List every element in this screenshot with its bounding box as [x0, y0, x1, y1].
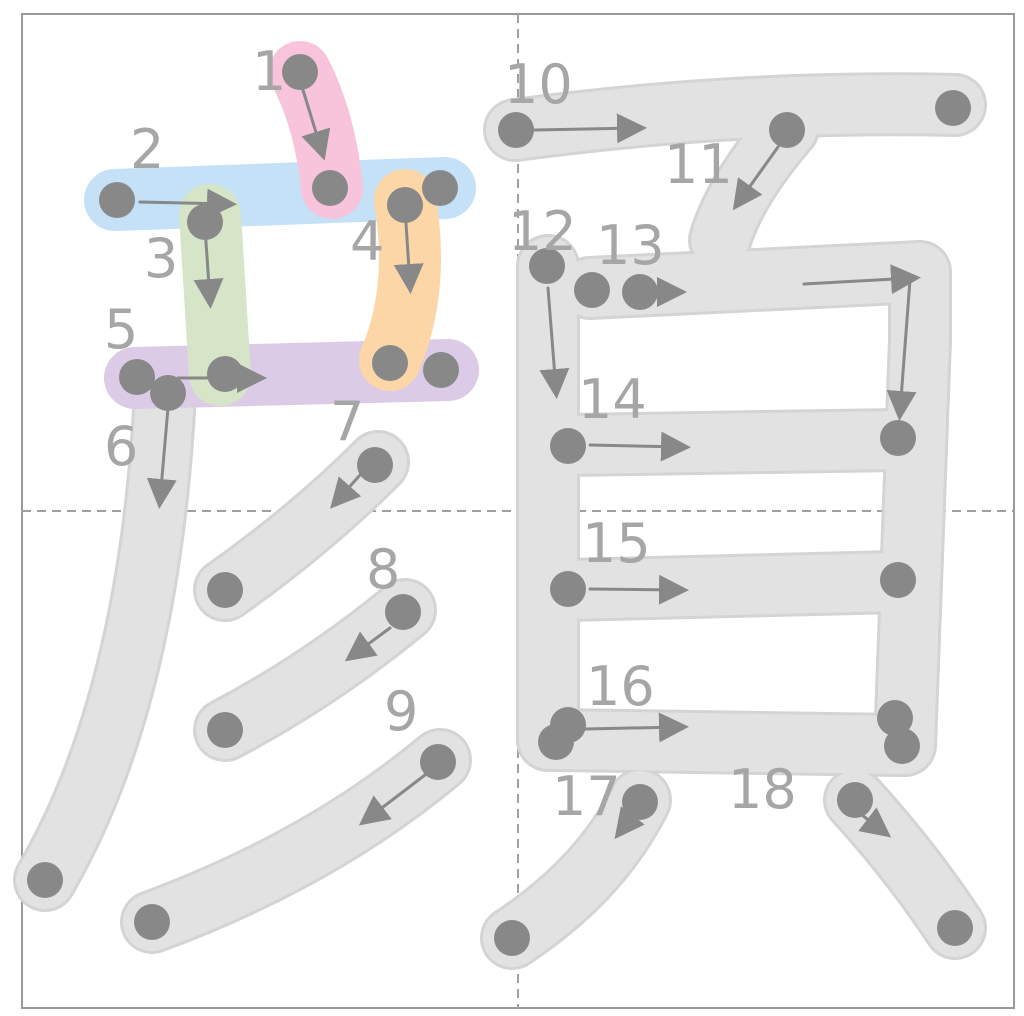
stroke-number-7: 7 [330, 390, 364, 453]
direction-arrow [886, 278, 917, 421]
stroke-number-5: 5 [104, 298, 138, 361]
stroke-number-9: 9 [384, 680, 418, 743]
stroke-dot [150, 375, 186, 411]
direction-arrow [358, 773, 427, 826]
stroke-dot [27, 862, 63, 898]
direction-arrow [330, 473, 362, 509]
stroke-3 [179, 184, 251, 406]
stroke-dot [385, 594, 421, 630]
stroke-dot [837, 782, 873, 818]
stroke-dot [880, 420, 916, 456]
direction-arrow [193, 226, 224, 309]
stroke-number-1: 1 [252, 40, 286, 103]
stroke-dot [574, 272, 610, 308]
stroke-dot [99, 182, 135, 218]
stroke-number-6: 6 [104, 415, 138, 478]
stroke-dot [357, 447, 393, 483]
stroke-dot [422, 170, 458, 206]
direction-arrow [584, 712, 689, 743]
stroke-dot [550, 571, 586, 607]
stroke-number-12: 12 [508, 200, 577, 263]
stroke-dots [27, 54, 973, 956]
stroke-dot [372, 345, 408, 381]
stroke-dot [420, 744, 456, 780]
direction-arrow [732, 145, 780, 211]
stroke-dot [769, 112, 805, 148]
stroke-number-4: 4 [350, 210, 384, 273]
stroke-dot [134, 904, 170, 940]
direction-arrow [301, 88, 331, 161]
stroke-dot [312, 170, 348, 206]
stroke-dot [207, 712, 243, 748]
stroke-number-10: 10 [504, 53, 573, 116]
direction-arrow [344, 626, 392, 662]
stroke-dot [423, 352, 459, 388]
stroke-dot [207, 572, 243, 608]
stroke-number-8: 8 [366, 538, 400, 601]
direction-arrow [138, 188, 237, 219]
stroke-dot [622, 274, 658, 310]
direction-arrow [588, 574, 689, 605]
stroke-number-15: 15 [582, 512, 651, 575]
stroke-number-14: 14 [578, 368, 647, 431]
stroke-dot [494, 920, 530, 956]
stroke-number-11: 11 [664, 133, 733, 196]
direction-arrow [146, 406, 177, 509]
colored-strokes [84, 41, 479, 409]
stroke-dot [622, 784, 658, 820]
stroke-number-3: 3 [144, 227, 178, 290]
stroke-number-16: 16 [586, 655, 655, 718]
stroke-dot [282, 54, 318, 90]
direction-arrow [539, 286, 570, 399]
stroke-dot [538, 724, 574, 760]
stroke-number-18: 18 [728, 758, 797, 821]
stroke-number-2: 2 [130, 118, 164, 181]
stroke-dot [877, 700, 913, 736]
direction-arrow [802, 264, 921, 295]
stroke-dot [119, 359, 155, 395]
stroke-number-17: 17 [552, 765, 621, 828]
stroke-dot [498, 112, 534, 148]
stroke-dot [387, 187, 423, 223]
stroke-number-13: 13 [596, 214, 665, 277]
stroke-dot [880, 562, 916, 598]
stroke-dot [187, 204, 223, 240]
stroke-dot [935, 90, 971, 126]
stroke-dot [207, 356, 243, 392]
direction-arrow [533, 113, 647, 144]
stroke-dot [550, 428, 586, 464]
stroke-dot [937, 910, 973, 946]
direction-arrow [588, 431, 691, 462]
stroke-dot [529, 248, 565, 284]
stroke-dot [884, 728, 920, 764]
